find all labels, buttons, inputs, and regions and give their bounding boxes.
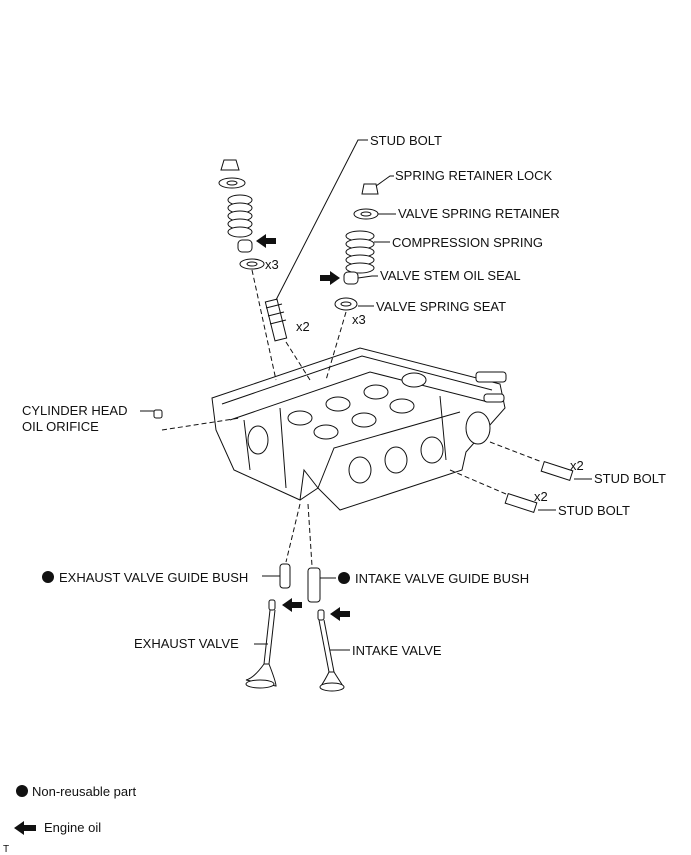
top-stud-bolt xyxy=(264,298,311,381)
right-stud-upper-quantity: x2 xyxy=(570,458,584,473)
engine-oil-arrow-icon xyxy=(282,598,302,612)
stud-bolt-right-upper-label: STUD BOLT xyxy=(594,471,666,486)
non-reusable-bullet-icon xyxy=(16,785,28,797)
legend-non-reusable: Non-reusable part xyxy=(32,784,136,799)
valve-spring-seat-label: VALVE SPRING SEAT xyxy=(376,299,506,314)
exhaust-valve-guide-bush xyxy=(262,503,301,589)
stud-bolt-top-label: STUD BOLT xyxy=(370,133,442,148)
cylinder-head-oil-orifice xyxy=(140,409,241,431)
left-seal-quantity: x3 xyxy=(265,257,279,272)
valve-spring-retainer-label: VALVE SPRING RETAINER xyxy=(398,206,560,221)
engine-oil-arrow-icon xyxy=(14,821,36,835)
compression-spring-label: COMPRESSION SPRING xyxy=(392,235,543,250)
cylinder-head xyxy=(211,347,507,511)
right-stud-bolt-lower xyxy=(449,469,556,514)
intake-valve xyxy=(317,607,350,692)
left-valve-assembly xyxy=(218,159,277,381)
legend: Non-reusable part Engine oil xyxy=(14,784,136,835)
engine-oil-arrow-icon xyxy=(330,607,350,621)
spring-retainer-lock-label: SPRING RETAINER LOCK xyxy=(395,168,553,183)
intake-valve-label: INTAKE VALVE xyxy=(352,643,442,658)
non-reusable-bullet-icon xyxy=(42,571,54,583)
exhaust-valve xyxy=(245,598,302,689)
intake-valve-guide-bush xyxy=(307,503,336,603)
right-seat-quantity: x3 xyxy=(352,312,366,327)
cylinder-head-oil-orifice-label-line2: OIL ORIFICE xyxy=(22,419,99,434)
intake-valve-guide-bush-label: INTAKE VALVE GUIDE BUSH xyxy=(355,571,529,586)
corner-mark: T xyxy=(3,844,9,855)
exhaust-valve-label: EXHAUST VALVE xyxy=(134,636,239,651)
legend-engine-oil: Engine oil xyxy=(44,820,101,835)
engine-oil-arrow-icon xyxy=(320,271,340,285)
stud-bolt-right-lower-label: STUD BOLT xyxy=(558,503,630,518)
valve-stem-oil-seal-label: VALVE STEM OIL SEAL xyxy=(380,268,521,283)
non-reusable-bullet-icon xyxy=(338,572,350,584)
exhaust-valve-guide-bush-label: EXHAUST VALVE GUIDE BUSH xyxy=(59,570,248,585)
engine-oil-arrow-icon xyxy=(256,234,276,248)
right-stud-bolt-upper xyxy=(489,441,592,482)
right-stud-lower-quantity: x2 xyxy=(534,489,548,504)
top-stud-quantity: x2 xyxy=(296,319,310,334)
cylinder-head-oil-orifice-label-line1: CYLINDER HEAD xyxy=(22,403,127,418)
